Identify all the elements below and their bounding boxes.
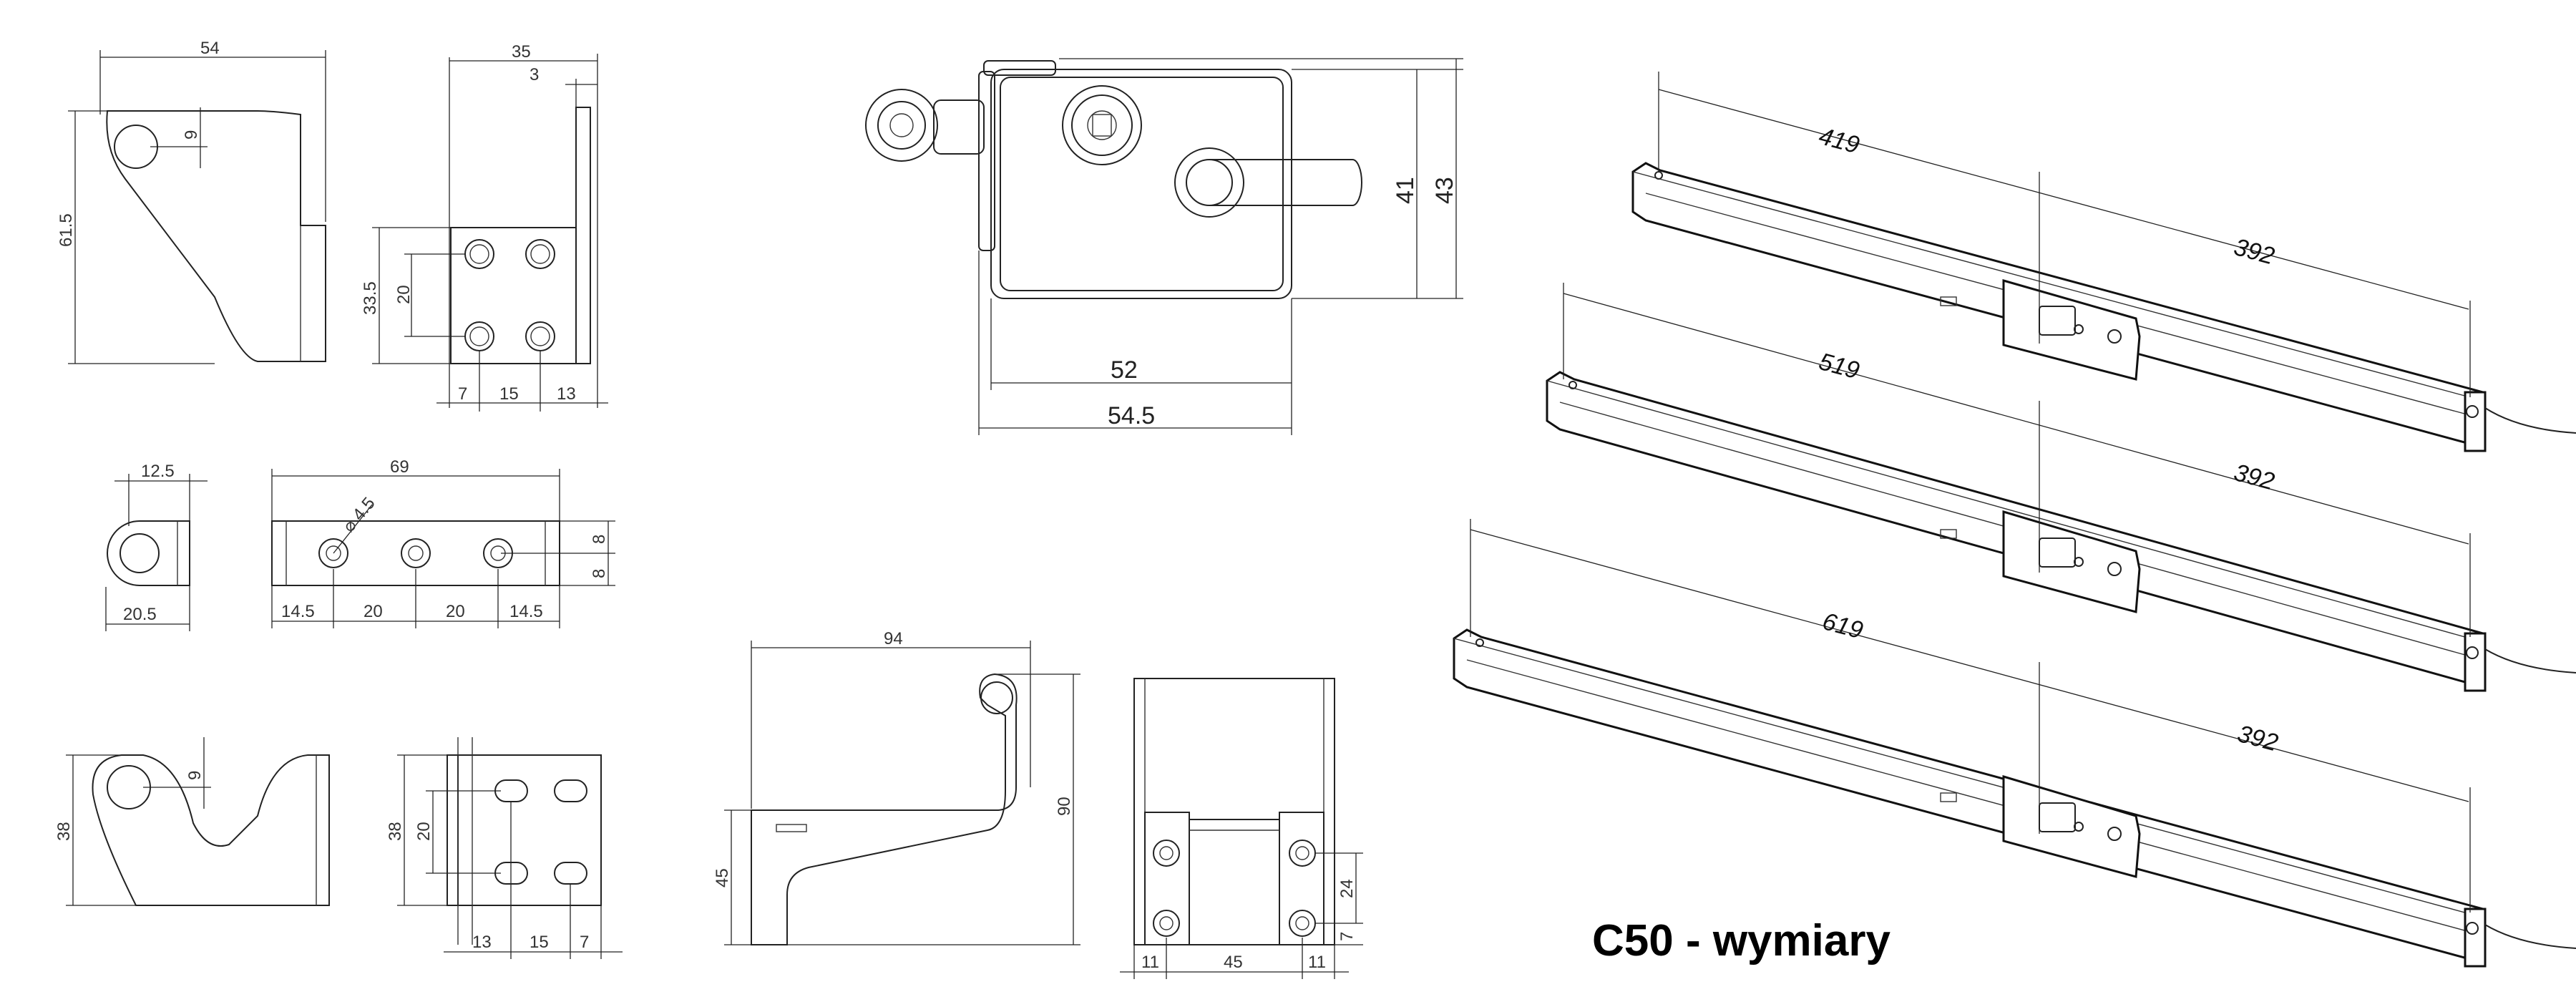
dim-lock-h2: 43 <box>1431 177 1458 204</box>
rail-3: 619 392 <box>1453 519 2576 968</box>
dim-rail1-part: 392 <box>2231 233 2278 270</box>
dim-bb-left: 45 <box>713 868 732 887</box>
dim-bf-height: 38 <box>386 822 405 841</box>
dim-mid-b4: 14.5 <box>509 602 543 621</box>
dim-mid-side-b: 20.5 <box>123 605 157 624</box>
big-bracket-side-view: 94 90 45 <box>713 629 1080 945</box>
bracket-front-view-top: 35 3 33.5 20 7 15 13 <box>361 42 608 412</box>
dim-tr-spacing: 20 <box>394 285 414 304</box>
dim-tr-b2: 15 <box>499 384 519 404</box>
dim-rail1-total: 419 <box>1816 122 1863 159</box>
dim-mid-top-w: 69 <box>390 457 409 477</box>
part-side-view-middle: 12.5 20.5 <box>105 462 208 631</box>
bracket-side-view-top-left: 54 61.5 9 <box>57 39 326 364</box>
dim-bf-b3: 7 <box>580 933 589 952</box>
dim-bf-b2: 15 <box>530 933 549 952</box>
dim-bf-b1: 13 <box>472 933 492 952</box>
dim-mid-h2: 8 <box>590 569 609 578</box>
drawing-title: C50 - wymiary <box>1592 916 1891 965</box>
bracket-side-view-bottom-left: 38 9 <box>54 737 330 906</box>
dim-bl-offset: 9 <box>185 771 205 780</box>
dim-bp-small: 7 <box>1337 932 1357 941</box>
dim-bf-spacing: 20 <box>414 822 434 841</box>
rail-2: 519 392 <box>1546 283 2576 692</box>
dim-mid-b2: 20 <box>364 602 383 621</box>
dim-mid-b3: 20 <box>446 602 465 621</box>
dim-tr-b3: 13 <box>557 384 576 404</box>
dim-tr-height: 33.5 <box>361 281 380 315</box>
dim-bb-width: 94 <box>884 629 903 648</box>
big-bracket-front-view: 24 7 11 45 11 <box>1120 678 1363 979</box>
dim-bp-b1: 11 <box>1141 953 1159 972</box>
dim-tr-width: 35 <box>512 42 531 62</box>
dim-lock-h1: 41 <box>1392 177 1419 204</box>
dim-bl-height: 38 <box>54 822 74 841</box>
dim-lock-w1: 52 <box>1111 356 1138 384</box>
dim-bp-right: 24 <box>1337 879 1357 898</box>
lock-front-view: 41 43 52 54.5 <box>865 58 1463 435</box>
dim-tl-offset: 9 <box>182 130 201 140</box>
dim-mid-h1: 8 <box>590 535 609 544</box>
dim-rail3-total: 619 <box>1820 608 1866 644</box>
dim-rail2-part: 392 <box>2231 459 2278 495</box>
dim-mid-diam: ⌀ 4.5 <box>339 494 379 536</box>
dim-rail2-total: 519 <box>1816 348 1863 384</box>
dim-tl-width: 54 <box>200 39 220 58</box>
dim-tr-b1: 7 <box>458 384 467 404</box>
bracket-front-view-bottom: 38 20 13 15 7 <box>386 737 623 959</box>
dim-mid-b1: 14.5 <box>281 602 315 621</box>
rail-1: 419 392 <box>1631 72 2576 452</box>
dim-bp-b3: 11 <box>1308 953 1326 972</box>
dim-bb-height: 90 <box>1055 797 1074 816</box>
plate-top-view-middle: 69 ⌀ 4.5 8 8 14.5 20 20 14.5 <box>271 457 615 628</box>
dim-mid-side-w: 12.5 <box>141 462 175 481</box>
dim-bp-b2: 45 <box>1224 953 1243 972</box>
dim-rail3-part: 392 <box>2235 720 2281 757</box>
dim-tr-thickness: 3 <box>530 65 539 84</box>
dim-lock-w2: 54.5 <box>1108 402 1155 429</box>
dim-tl-height: 61.5 <box>57 213 76 247</box>
